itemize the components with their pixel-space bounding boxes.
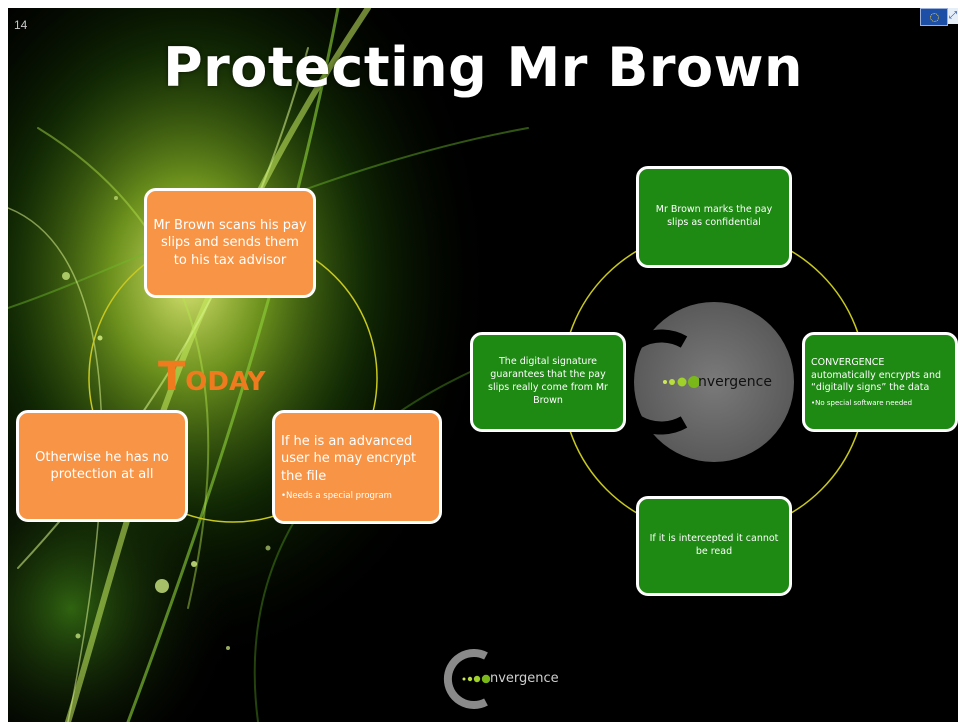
today-label-rest: ODAY [185,367,266,397]
today-box-scan: Mr Brown scans his pay slips and sends t… [144,188,316,298]
slide: 14 ⤢ Protecting Mr Brown Mr Brown scans … [8,8,958,722]
convergence-box-signature-text: The digital signature guarantees that th… [488,356,608,406]
convergence-box-encrypt-note: •No special software needed [811,399,913,408]
eu-flag-icon [920,8,948,26]
convergence-box-encrypt: CONVERGENCE automatically encrypts and “… [802,332,958,432]
convergence-box-mark-text: Mr Brown marks the pay slips as confiden… [655,204,773,228]
convergence-box-mark: Mr Brown marks the pay slips as confiden… [636,166,792,268]
center-logo-text: nvergence [698,374,772,390]
corner-icon: ⤢ [948,8,958,24]
bottom-logo-dots-icon [462,674,491,684]
slide-number: 14 [14,18,28,32]
slide-title: Protecting Mr Brown [163,36,803,99]
today-label-initial: T [158,354,186,400]
today-box-no-protection-text: Otherwise he has no protection at all [35,449,169,482]
convergence-box-signature: The digital signature guarantees that th… [470,332,626,432]
today-box-no-protection: Otherwise he has no protection at all [16,410,188,522]
convergence-box-intercepted-text: If it is intercepted it cannot be read [649,533,779,557]
today-box-scan-text: Mr Brown scans his pay slips and sends t… [153,218,307,268]
today-box-encrypt-text: If he is an advanced user he may encrypt… [281,434,417,484]
convergence-box-encrypt-text: CONVERGENCE automatically encrypts and “… [811,356,941,394]
bottom-logo-c-icon [443,649,488,709]
bottom-logo-text: nvergence [490,671,559,686]
today-label: TODAY [158,354,265,400]
today-box-encrypt: If he is an advanced user he may encrypt… [272,410,442,524]
convergence-box-intercepted: If it is intercepted it cannot be read [636,496,792,596]
center-logo-dots-icon [663,376,700,388]
today-box-encrypt-note: •Needs a special program [281,490,392,501]
